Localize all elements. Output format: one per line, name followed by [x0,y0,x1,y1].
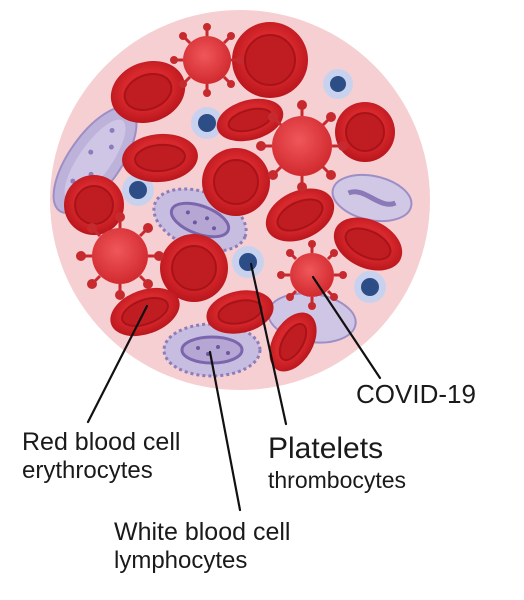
red-blood-cell [269,312,317,372]
platelet [232,246,264,278]
platelet [354,271,386,303]
covid-label: COVID-19 [356,379,476,410]
red-blood-cell [265,188,335,242]
red-blood-cell [335,102,395,162]
red-blood-cell-leader-line [86,304,149,424]
platelet [191,107,223,139]
platelets-leader-line [249,262,288,426]
red-blood-cell [202,148,270,216]
red-blood-cell [333,217,403,271]
virus-particle [170,23,244,97]
red-blood-cell-label: Red blood cell erythrocytes [22,428,180,484]
covid-leader-line [311,275,382,380]
platelets-title: Platelets [268,432,384,465]
white-blood-cell [162,322,262,378]
platelets-label: Platelets thrombocytes [268,432,406,493]
virus-particle [256,100,348,192]
white-blood-cell-leader-line [208,350,242,512]
platelet [122,174,154,206]
red-blood-cell [206,290,274,334]
platelets-subtitle: thrombocytes [268,466,407,493]
red-blood-cell [122,133,198,183]
virus-particle [277,240,347,310]
red-blood-cell [160,234,228,302]
red-blood-cell-subtitle: erythrocytes [22,456,153,484]
white-blood-cell-subtitle: lymphocytes [114,546,248,574]
red-blood-cell [232,22,308,98]
white-blood-cell-label: White blood cell lymphocytes [114,518,290,574]
platelet [323,69,353,99]
white-blood-cell-title: White blood cell [114,518,291,546]
covid-title: COVID-19 [356,379,476,409]
red-blood-cell-title: Red blood cell [22,428,181,456]
red-blood-cell [64,175,124,235]
virus-particle [76,212,164,300]
red-blood-cell [110,60,186,124]
